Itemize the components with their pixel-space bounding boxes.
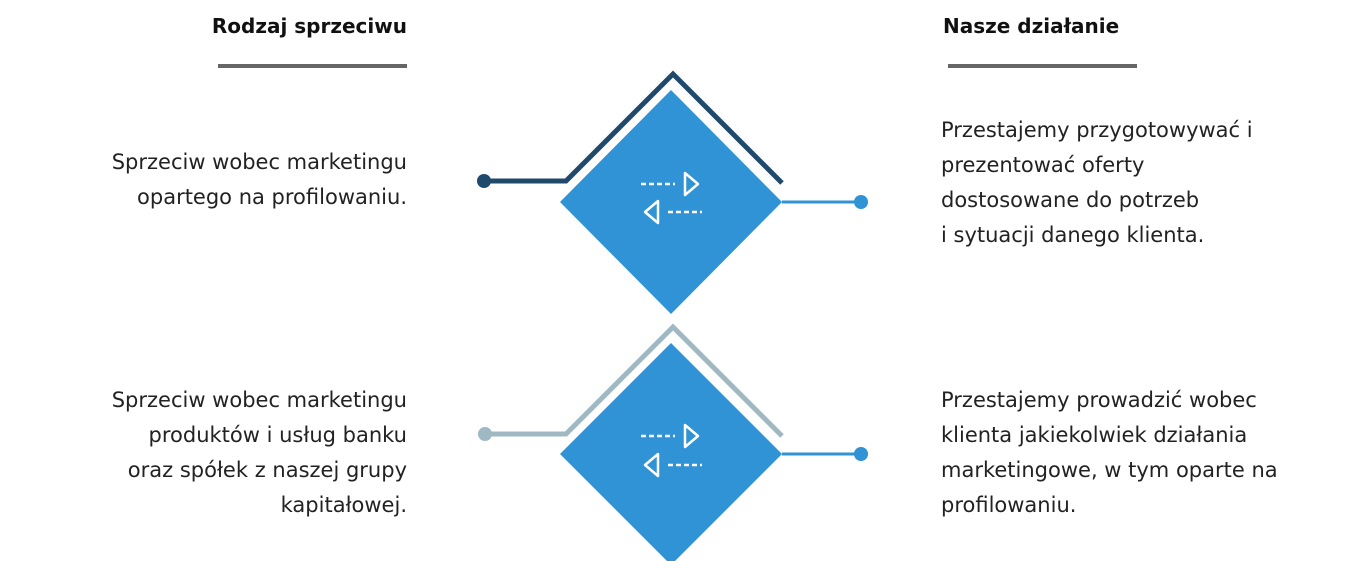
action-line: i sytuacji danego klienta.	[941, 223, 1205, 247]
action-line: marketingowe, w tym oparte na	[941, 458, 1278, 482]
objection-text-row-2: Sprzeciw wobec marketingu produktów i us…	[112, 383, 407, 523]
action-line: prezentować oferty	[941, 153, 1145, 177]
connector-row-1	[477, 70, 868, 314]
exchange-arrows-icon	[641, 171, 702, 225]
objection-line: oraz spółek z naszej grupy	[127, 458, 407, 482]
connector-left-row-2	[485, 323, 784, 438]
objection-text-row-1: Sprzeciw wobec marketingu opartego na pr…	[112, 145, 407, 215]
action-text-row-1: Przestajemy przygotowywać i prezentować …	[941, 113, 1253, 253]
action-text-row-2: Przestajemy prowadzić wobec klienta jaki…	[941, 383, 1278, 523]
action-line: dostosowane do potrzeb	[941, 188, 1200, 212]
connector-row-2	[478, 323, 868, 561]
objection-line: produktów i usług banku	[148, 423, 407, 447]
objection-line: kapitałowej.	[280, 493, 407, 517]
objection-line: Sprzeciw wobec marketingu	[111, 388, 407, 412]
connector-left-dot-row-2	[478, 427, 492, 441]
action-line: klienta jakiekolwiek działania	[941, 423, 1248, 447]
header-underline-left	[218, 64, 407, 68]
connector-right-dot-row-1	[854, 195, 868, 209]
header-objection-type: Rodzaj sprzeciwu	[211, 14, 407, 38]
objection-line: Sprzeciw wobec marketingu	[111, 150, 407, 174]
exchange-arrows-icon	[641, 423, 702, 478]
connector-left-dot-row-1	[477, 174, 491, 188]
connector-right-dot-row-2	[854, 447, 868, 461]
diamond-row-1	[560, 90, 782, 314]
action-line: Przestajemy przygotowywać i	[941, 118, 1253, 142]
header-our-action: Nasze działanie	[943, 14, 1120, 38]
objection-line: opartego na profilowaniu.	[137, 185, 407, 209]
diamond-row-2	[560, 343, 782, 561]
action-line: Przestajemy prowadzić wobec	[941, 388, 1257, 412]
header-underline-right	[948, 64, 1137, 68]
connector-left-row-1	[484, 70, 784, 185]
action-line: profilowaniu.	[941, 493, 1077, 517]
